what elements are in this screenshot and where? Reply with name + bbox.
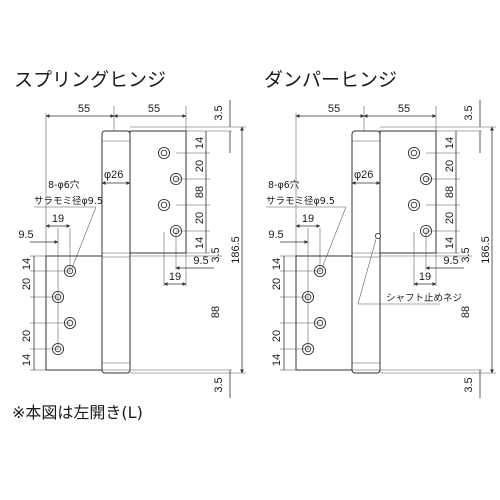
upper-leaf-horizontal-dims: 19 9.5 bbox=[163, 232, 214, 286]
dim-19-lower: 19 bbox=[169, 271, 181, 283]
dim-l-20a: 20 bbox=[21, 278, 33, 290]
dim-knuckle-dia: φ26 bbox=[104, 169, 123, 181]
dim-9-5-right-2: 9.5 bbox=[443, 255, 458, 267]
top-width-dimension: 55 55 bbox=[45, 103, 187, 258]
shaft-screw-icon bbox=[374, 232, 382, 240]
hole-spec-line2-2: サラモミ径φ9.5 bbox=[266, 195, 335, 207]
left-side-vertical-dims-2: 14 20 20 14 bbox=[271, 255, 320, 371]
dim-total-height: 186.5 bbox=[230, 236, 242, 264]
dim-l-20b: 20 bbox=[21, 330, 33, 342]
dim-r-lower-88-2: 88 bbox=[460, 306, 472, 318]
knuckle-diameter-dim-2: φ26 bbox=[351, 169, 381, 185]
dim-width-right: 55 bbox=[148, 103, 160, 115]
dim-l-20a-2: 20 bbox=[271, 278, 283, 290]
dim-r-14b: 14 bbox=[194, 237, 206, 249]
hole-spec-line2: サラモミ径φ9.5 bbox=[34, 195, 103, 207]
shaft-screw-callout: シャフト止めネジ bbox=[357, 232, 462, 305]
dim-r-88: 88 bbox=[194, 186, 206, 198]
dim-l-14b-2: 14 bbox=[271, 354, 283, 366]
dim-19-lower-2: 19 bbox=[419, 271, 431, 283]
overall-height-dim-2: 3.5 186.5 3.5 88 bbox=[352, 100, 496, 398]
dim-r-mid-gap: 3.5 bbox=[210, 247, 222, 262]
dim-l-20b-2: 20 bbox=[271, 330, 283, 342]
dim-width-left-2: 55 bbox=[328, 103, 340, 115]
dim-r-14a: 14 bbox=[194, 137, 206, 149]
damper-hinge-title: ダンパーヒンジ bbox=[264, 69, 397, 91]
upper-leaf-horizontal-dims-2: 19 9.5 bbox=[413, 232, 464, 286]
spring-hinge-diagram: スプリングヒンジ 55 55 φ26 bbox=[14, 69, 246, 398]
dim-r-20b-2: 20 bbox=[444, 212, 456, 224]
dim-knuckle-dia-2: φ26 bbox=[354, 169, 373, 181]
left-side-vertical-dims: 14 20 20 14 bbox=[21, 255, 70, 371]
hole-spec-callout: 8-φ6穴 サラモミ径φ9.5 bbox=[34, 179, 103, 269]
dim-r-20a: 20 bbox=[194, 160, 206, 172]
dim-bottom-3-5: 3.5 bbox=[213, 377, 225, 392]
dim-19-upper: 19 bbox=[52, 213, 64, 225]
top-width-dimension-2: 55 55 bbox=[295, 103, 437, 258]
dim-9-5-left-2: 9.5 bbox=[268, 229, 283, 241]
spring-hinge-title: スプリングヒンジ bbox=[14, 69, 166, 91]
dim-r-14a-2: 14 bbox=[444, 137, 456, 149]
dim-r-88-2: 88 bbox=[444, 186, 456, 198]
dim-r-20b: 20 bbox=[194, 212, 206, 224]
dim-l-14a: 14 bbox=[21, 258, 33, 270]
dim-width-right-2: 55 bbox=[398, 103, 410, 115]
hole-spec-line1: 8-φ6穴 bbox=[48, 179, 80, 191]
shaft-screw-label: シャフト止めネジ bbox=[386, 292, 462, 304]
overall-height-dim: 3.5 186.5 3.5 88 bbox=[102, 100, 246, 398]
dim-r-mid-gap-2: 3.5 bbox=[460, 247, 472, 262]
dim-l-14b: 14 bbox=[21, 354, 33, 366]
dim-l-14a-2: 14 bbox=[271, 258, 283, 270]
dim-r-lower-88: 88 bbox=[210, 306, 222, 318]
dim-r-14b-2: 14 bbox=[444, 237, 456, 249]
dim-19-upper-2: 19 bbox=[302, 213, 314, 225]
dim-top-3-5-2: 3.5 bbox=[463, 105, 475, 120]
dim-9-5-right: 9.5 bbox=[193, 255, 208, 267]
knuckle-barrel bbox=[101, 130, 131, 374]
dim-9-5-left: 9.5 bbox=[18, 229, 33, 241]
knuckle-diameter-dim: φ26 bbox=[101, 169, 131, 185]
dim-width-left: 55 bbox=[78, 103, 90, 115]
dim-top-3-5: 3.5 bbox=[213, 105, 225, 120]
damper-hinge-diagram: ダンパーヒンジ 55 55 φ26 bbox=[264, 69, 496, 398]
knuckle-barrel-2 bbox=[351, 130, 381, 374]
footnote: ※本図は左開き(L) bbox=[12, 403, 143, 422]
dim-r-20a-2: 20 bbox=[444, 160, 456, 172]
dim-total-height-2: 186.5 bbox=[480, 236, 492, 264]
hole-spec-callout-2: 8-φ6穴 サラモミ径φ9.5 bbox=[266, 179, 347, 269]
hole-spec-line1-2: 8-φ6穴 bbox=[268, 179, 300, 191]
dim-bottom-3-5-2: 3.5 bbox=[463, 377, 475, 392]
lower-leaf-horizontal-dims-2: 19 9.5 bbox=[268, 213, 321, 350]
lower-leaf-horizontal-dims: 19 9.5 bbox=[18, 213, 71, 350]
